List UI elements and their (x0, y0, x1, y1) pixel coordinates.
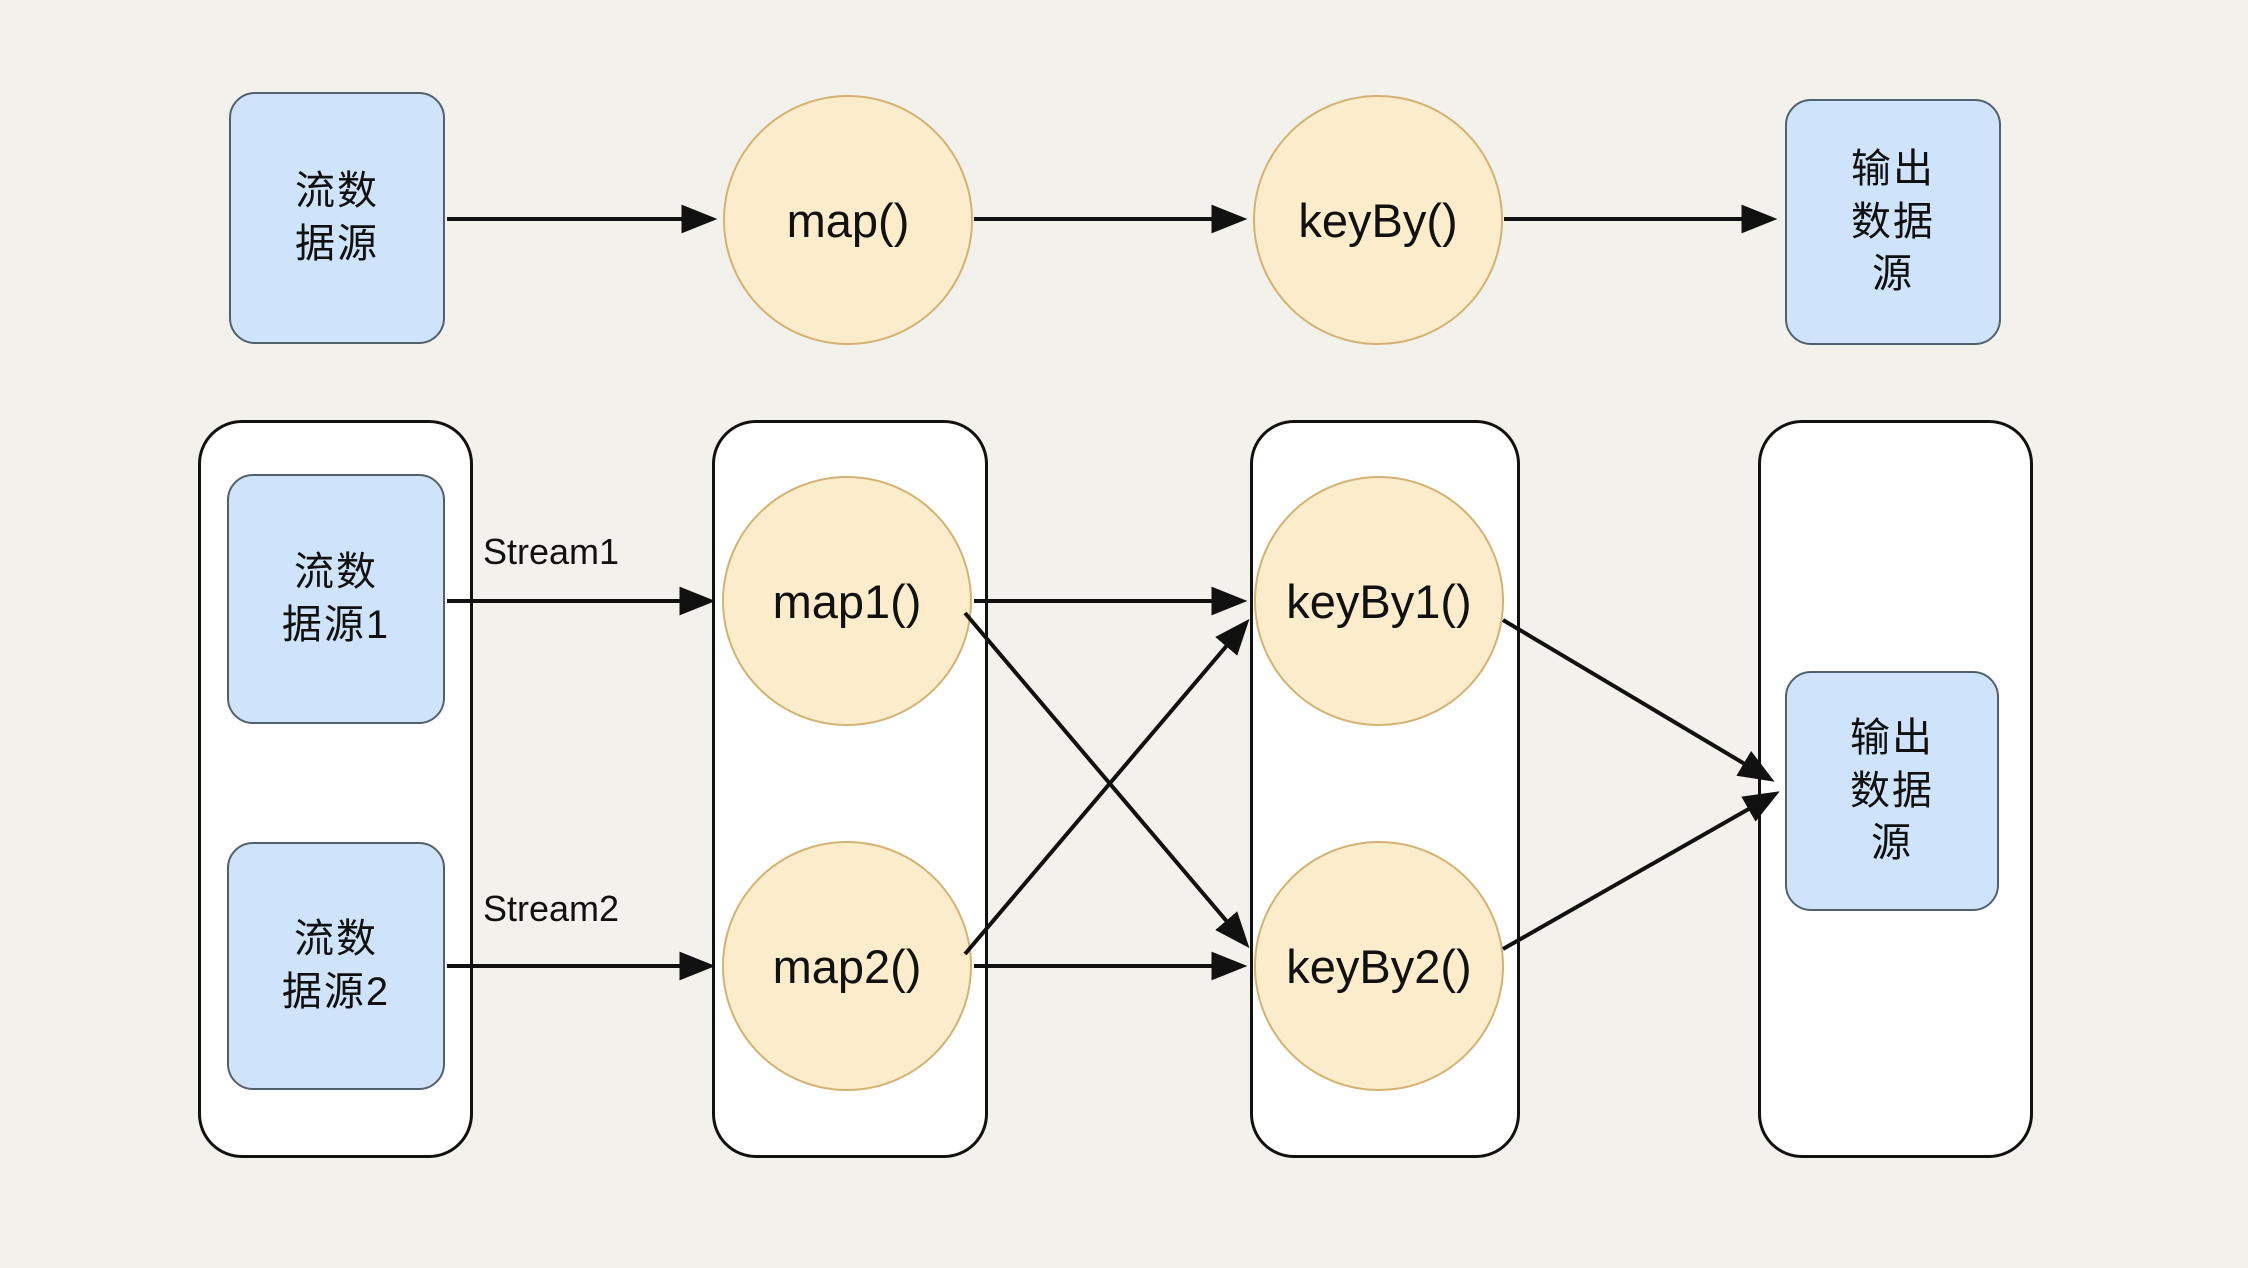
top-map-node: map() (723, 95, 973, 345)
bottom-map1-node: map1() (722, 476, 972, 726)
edge-map1-to-keyby2 (963, 611, 1250, 949)
top-sink-label-line2: 数据 (1851, 199, 1935, 244)
bottom-sink-label-line1: 输出 (1850, 715, 1934, 760)
top-keyby-label: keyBy() (1298, 193, 1458, 247)
bottom-keyby2-node: keyBy2() (1254, 841, 1504, 1091)
bottom-source1-label-line1: 流数 (294, 550, 378, 595)
bottom-keyby2-label: keyBy2() (1286, 939, 1472, 993)
bottom-sink-node: 输出 数据 源 (1785, 671, 1999, 911)
top-source-node: 流数 据源 (229, 92, 445, 344)
bottom-keyby1-node: keyBy1() (1254, 476, 1504, 726)
bottom-sink-label-line2: 数据 (1850, 768, 1934, 813)
bottom-map2-label: map2() (772, 939, 922, 993)
bottom-source1-node: 流数 据源1 (227, 474, 445, 724)
top-sink-label-line1: 输出 (1851, 146, 1935, 191)
bottom-source2-node: 流数 据源2 (227, 842, 445, 1090)
top-source-label-line1: 流数 (295, 169, 379, 214)
bottom-sink-label-line3: 源 (1871, 821, 1913, 866)
bottom-map1-label: map1() (772, 574, 922, 628)
edge-map2-to-keyby1 (963, 618, 1250, 956)
bottom-source1-label-line2: 据源1 (281, 603, 391, 647)
bottom-map2-node: map2() (722, 841, 972, 1091)
bottom-source2-label-line1: 流数 (294, 917, 378, 962)
top-keyby-node: keyBy() (1253, 95, 1503, 345)
edge-keyby1-to-sink (1501, 618, 1775, 782)
top-sink-label-line3: 源 (1872, 252, 1914, 297)
top-sink-node: 输出 数据 源 (1785, 99, 2001, 345)
edge-label-stream1: Stream1 (483, 531, 620, 572)
edge-keyby2-to-sink (1502, 791, 1780, 951)
top-map-label: map() (786, 193, 910, 247)
top-source-label-line2: 据源 (295, 222, 379, 266)
edge-label-stream2: Stream2 (483, 888, 620, 929)
bottom-keyby1-label: keyBy1() (1286, 574, 1472, 628)
bottom-source2-label-line2: 据源2 (281, 970, 391, 1014)
